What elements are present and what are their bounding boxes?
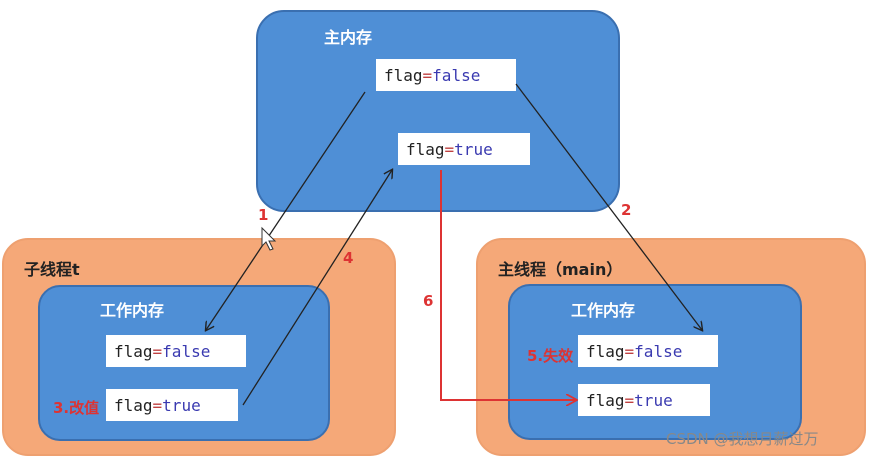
var-name: flag xyxy=(586,390,625,410)
main-thread-flag-false: flag = false xyxy=(578,335,718,367)
var-name: flag xyxy=(114,341,153,361)
main-flag-false: flag = false xyxy=(376,59,516,91)
thread-main-work-title: 工作内存 xyxy=(571,301,636,320)
arrow-4-write-back xyxy=(242,170,392,406)
step-1-label: 1 xyxy=(258,206,269,224)
t-flag-false: flag = false xyxy=(106,335,246,367)
main-memory-title: 主内存 xyxy=(324,28,373,47)
main-invalid-note: 5.失效 xyxy=(527,347,574,365)
t-change-note: 3.改值 xyxy=(53,399,100,417)
csdn-watermark: CSDN @我想月薪过万 xyxy=(666,430,819,448)
arrow-1-read-to-t xyxy=(206,91,366,330)
mouse-cursor-icon xyxy=(261,226,277,251)
assign-op: = xyxy=(152,395,163,415)
main-flag-true: flag = true xyxy=(398,133,530,165)
var-value: true xyxy=(634,390,673,410)
var-value: true xyxy=(162,395,201,415)
main-memory-box xyxy=(256,10,620,212)
var-value: false xyxy=(162,341,211,361)
thread-t-title: 子线程t xyxy=(24,260,80,279)
step-4-label: 4 xyxy=(343,249,354,267)
arrow-2-read-to-main xyxy=(515,83,702,330)
assign-op: = xyxy=(624,341,635,361)
assign-op: = xyxy=(152,341,163,361)
var-name: flag xyxy=(384,65,423,85)
var-name: flag xyxy=(406,139,445,159)
var-value: false xyxy=(432,65,481,85)
main-thread-flag-true: flag = true xyxy=(578,384,710,416)
var-value: false xyxy=(634,341,683,361)
var-name: flag xyxy=(114,395,153,415)
thread-main-title: 主线程（main） xyxy=(498,260,623,279)
assign-op: = xyxy=(422,65,433,85)
assign-op: = xyxy=(444,139,455,159)
t-flag-true: flag = true xyxy=(106,389,238,421)
step-2-label: 2 xyxy=(621,201,632,219)
arrow-6-refresh-main xyxy=(440,170,576,400)
thread-t-work-title: 工作内存 xyxy=(100,301,165,320)
step-6-label: 6 xyxy=(423,292,434,310)
assign-op: = xyxy=(624,390,635,410)
var-name: flag xyxy=(586,341,625,361)
var-value: true xyxy=(454,139,493,159)
